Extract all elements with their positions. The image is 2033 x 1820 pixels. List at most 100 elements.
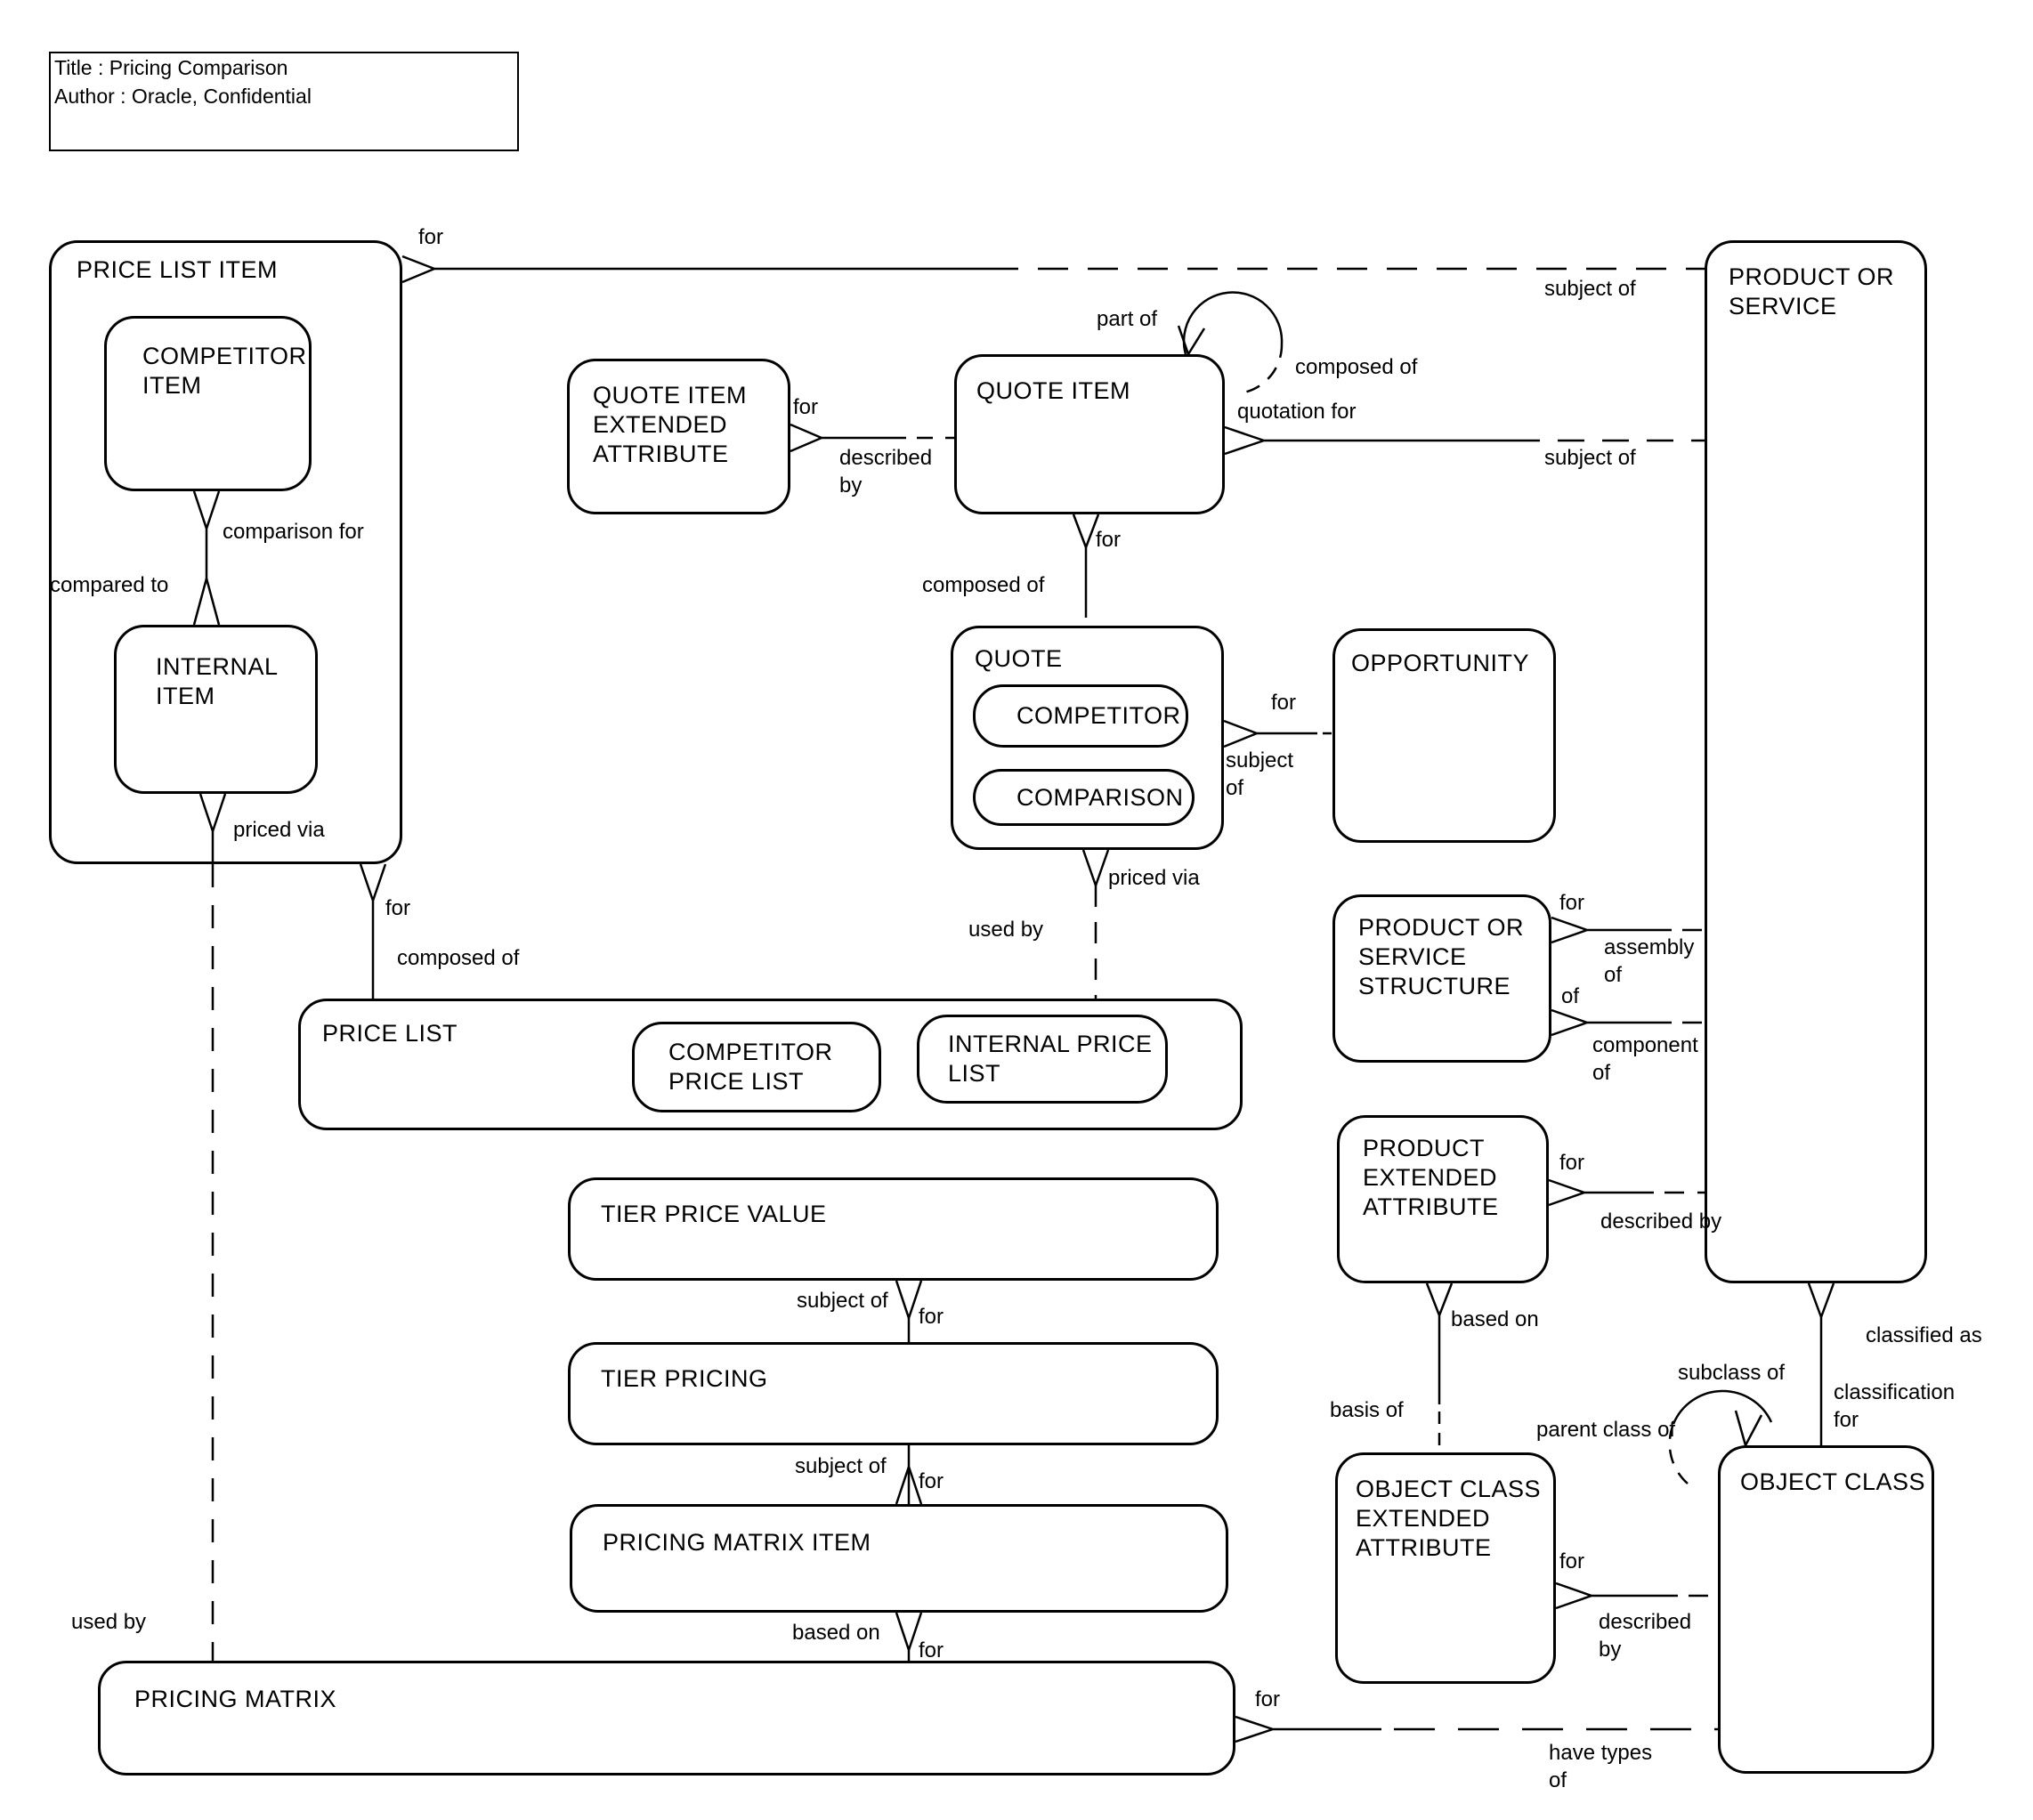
entity-label: PRICING MATRIX bbox=[134, 1686, 337, 1712]
entity-internal-item[interactable]: INTERNAL ITEM bbox=[114, 625, 318, 794]
entity-label: COMPARISON bbox=[1016, 783, 1184, 811]
entity-competitor-price-list[interactable]: COMPETITOR PRICE LIST bbox=[632, 1022, 881, 1112]
entity-object-class[interactable]: OBJECT CLASS bbox=[1718, 1445, 1934, 1774]
connector-quote-opportunity bbox=[1223, 719, 1332, 748]
entity-quote-item-extended-attribute[interactable]: QUOTE ITEM EXTENDED ATTRIBUTE bbox=[567, 359, 790, 514]
connector-quoteitemextattr-quoteitem bbox=[790, 423, 954, 453]
entity-internal-price-list[interactable]: INTERNAL PRICE LIST bbox=[917, 1015, 1168, 1104]
rel-label-pea-described-by: described by bbox=[1600, 1209, 1722, 1234]
entity-tier-pricing[interactable]: TIER PRICING bbox=[568, 1342, 1219, 1445]
entity-label: QUOTE ITEM EXTENDED ATTRIBUTE bbox=[593, 382, 747, 467]
entity-label: TIER PRICING bbox=[601, 1365, 768, 1392]
rel-label-pss-component-of: component of bbox=[1592, 1033, 1698, 1085]
entity-label: OBJECT CLASS bbox=[1740, 1468, 1926, 1495]
rel-label-pm-oc-for: for bbox=[1255, 1687, 1281, 1711]
rel-label-pm-have-types-of: have types of bbox=[1549, 1741, 1653, 1792]
connector-objclassextattr-objectclass bbox=[1555, 1581, 1718, 1610]
connector-tierpricevalue-tierpricing bbox=[895, 1280, 923, 1342]
entity-label: PRODUCT OR SERVICE STRUCTURE bbox=[1358, 914, 1525, 999]
rel-label-pmi-for: for bbox=[919, 1638, 944, 1662]
entity-label: COMPETITOR bbox=[1016, 702, 1181, 730]
rel-label-pmi-based-on: based on bbox=[792, 1621, 880, 1645]
rel-label-pli-pl-for: for bbox=[385, 896, 411, 920]
entity-object-class-extended-attribute[interactable]: OBJECT CLASS EXTENDED ATTRIBUTE bbox=[1335, 1452, 1556, 1684]
connector-quoteitem-productorservice bbox=[1224, 425, 1705, 456]
connector-quote-pricelist bbox=[1081, 849, 1110, 999]
rel-label-pea-for: for bbox=[1559, 1151, 1585, 1175]
rel-label-quote-opp-subject-of: subject of bbox=[1226, 748, 1294, 800]
connector-tierpricing-pricingmatrixitem bbox=[895, 1445, 923, 1505]
entity-label: INTERNAL ITEM bbox=[156, 653, 279, 709]
rel-label-pss-assembly-of: assembly of bbox=[1604, 935, 1695, 987]
rel-label-ps-classification-for: classification for bbox=[1834, 1380, 1956, 1432]
entity-product-or-service[interactable]: PRODUCT OR SERVICE bbox=[1705, 240, 1927, 1283]
rel-label-ii-priced-via: priced via bbox=[233, 818, 325, 842]
entity-label: TIER PRICE VALUE bbox=[601, 1201, 827, 1227]
entity-label: PRICE LIST ITEM bbox=[77, 256, 279, 283]
entity-label: PRODUCT OR SERVICE bbox=[1729, 263, 1895, 320]
entity-product-extended-attribute[interactable]: PRODUCT EXTENDED ATTRIBUTE bbox=[1337, 1115, 1549, 1283]
entity-tier-price-value[interactable]: TIER PRICE VALUE bbox=[568, 1177, 1219, 1281]
entity-competitor[interactable]: COMPETITOR bbox=[973, 684, 1188, 748]
rel-label-ocea-basis-of: basis of bbox=[1330, 1398, 1404, 1422]
entity-pricing-matrix[interactable]: PRICING MATRIX bbox=[98, 1661, 1235, 1776]
rel-label-tpv-subject-of: subject of bbox=[797, 1289, 888, 1313]
entity-pricing-matrix-item[interactable]: PRICING MATRIX ITEM bbox=[570, 1504, 1228, 1613]
rel-label-qi-composed-of: composed of bbox=[1295, 355, 1418, 379]
connector-competitoritem-internalitem bbox=[192, 490, 221, 626]
rel-label-ocea-described-by: described by bbox=[1599, 1610, 1692, 1662]
entity-comparison[interactable]: COMPARISON bbox=[973, 769, 1195, 826]
entity-label: PRICING MATRIX ITEM bbox=[603, 1529, 871, 1556]
entity-label: PRICE LIST bbox=[322, 1020, 458, 1047]
rel-label-pli-ps-for: for bbox=[418, 225, 444, 249]
rel-label-quote-pl-used-by: used by bbox=[968, 918, 1044, 942]
rel-label-ci-compared-to: compared to bbox=[50, 573, 169, 597]
connector-psstructure-assembly bbox=[1551, 916, 1705, 944]
entity-label: PRODUCT EXTENDED ATTRIBUTE bbox=[1363, 1135, 1499, 1220]
rel-label-tp-for: for bbox=[919, 1469, 944, 1493]
rel-label-qi-quotation-for: quotation for bbox=[1237, 400, 1357, 424]
connector-prodextattr-productorservice bbox=[1548, 1178, 1705, 1207]
rel-label-pss-for: for bbox=[1559, 891, 1585, 915]
entity-price-list[interactable]: PRICE LIST bbox=[298, 999, 1243, 1130]
entity-opportunity[interactable]: OPPORTUNITY bbox=[1332, 628, 1556, 843]
rel-label-qi-ps-subject-of: subject of bbox=[1544, 446, 1636, 470]
rel-label-ocea-for: for bbox=[1559, 1549, 1585, 1573]
connector-pricingmatrixitem-pricingmatrix bbox=[895, 1612, 923, 1661]
rel-label-pli-ps-subject-of: subject of bbox=[1544, 277, 1636, 301]
rel-label-quote-pl-priced-via: priced via bbox=[1108, 866, 1200, 890]
connector-pricelistitem-productorservice bbox=[401, 255, 1705, 284]
connector-pricelistitem-pricelist bbox=[359, 863, 387, 999]
entity-label: OPPORTUNITY bbox=[1351, 650, 1530, 676]
connector-prodextattr-objclassextattr bbox=[1425, 1282, 1454, 1452]
diagram-author: Author : Oracle, Confidential bbox=[54, 85, 312, 109]
rel-label-qiea-for: for bbox=[793, 395, 819, 419]
rel-label-oc-parent-class-of: parent class of bbox=[1536, 1418, 1676, 1442]
entity-label: QUOTE ITEM bbox=[976, 377, 1130, 404]
entity-label: QUOTE bbox=[975, 645, 1063, 672]
entity-price-list-item[interactable]: PRICE LIST ITEM bbox=[49, 240, 402, 864]
rel-label-tpv-for: for bbox=[919, 1305, 944, 1329]
rel-label-qi-quote-for: for bbox=[1096, 528, 1122, 552]
rel-label-pli-pl-composed-of: composed of bbox=[397, 946, 520, 970]
rel-label-ci-comparison-for: comparison for bbox=[223, 520, 364, 544]
connector-objectclass-selfloop bbox=[1668, 1389, 1773, 1484]
entity-label: COMPETITOR ITEM bbox=[142, 343, 307, 399]
connector-pricingmatrix-objectclass bbox=[1235, 1715, 1718, 1743]
entity-label: COMPETITOR PRICE LIST bbox=[668, 1039, 833, 1095]
rel-label-pea-based-on: based on bbox=[1451, 1307, 1539, 1331]
rel-label-quote-opp-for: for bbox=[1271, 691, 1297, 715]
entity-product-or-service-structure[interactable]: PRODUCT OR SERVICE STRUCTURE bbox=[1332, 894, 1551, 1063]
entity-label: INTERNAL PRICE LIST bbox=[948, 1031, 1153, 1087]
connector-psstructure-component bbox=[1551, 1008, 1705, 1037]
rel-label-qi-part-of: part of bbox=[1097, 307, 1158, 331]
entity-quote-item[interactable]: QUOTE ITEM bbox=[954, 354, 1225, 514]
diagram-title: Title : Pricing Comparison bbox=[54, 56, 288, 79]
entity-quote[interactable]: QUOTE bbox=[951, 626, 1224, 850]
rel-label-qiea-described-by: described by bbox=[839, 446, 933, 497]
connector-internalitem-pricingmatrix bbox=[198, 793, 227, 1661]
rel-label-qi-quote-composed-of: composed of bbox=[922, 573, 1045, 597]
entity-competitor-item[interactable]: COMPETITOR ITEM bbox=[104, 316, 312, 491]
title-box: Title : Pricing Comparison Author : Orac… bbox=[49, 52, 519, 151]
